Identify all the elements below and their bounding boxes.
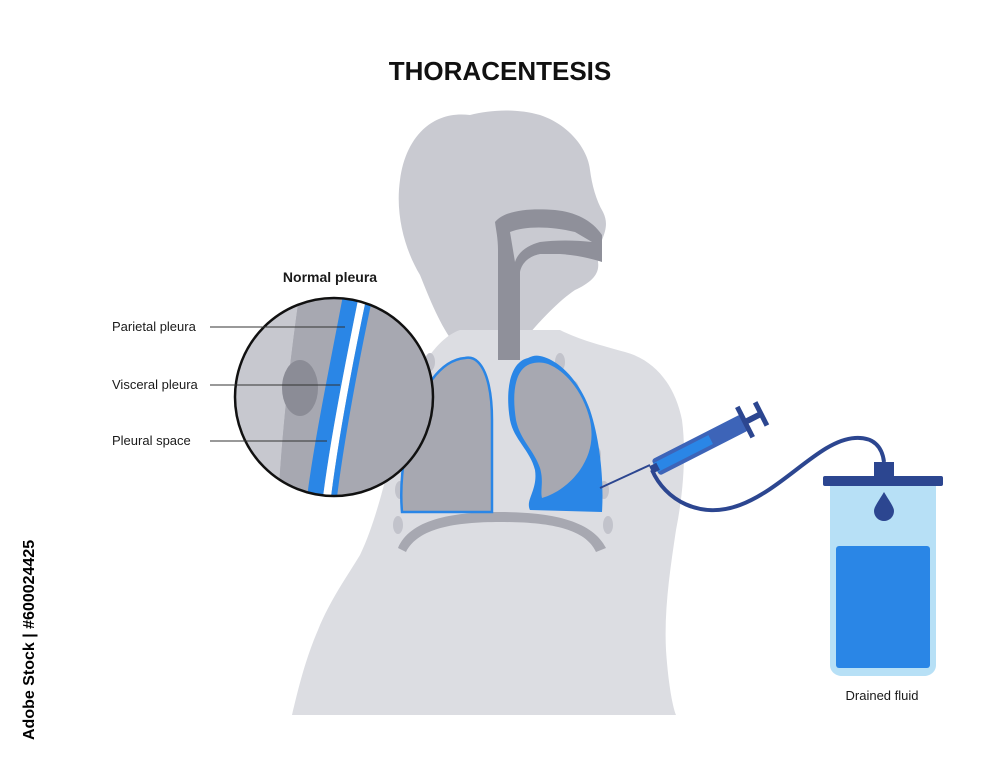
drainage-bag bbox=[823, 462, 943, 676]
label-drained-fluid: Drained fluid bbox=[846, 688, 919, 703]
droplet-icon bbox=[874, 492, 894, 521]
inset-heading: Normal pleura bbox=[283, 269, 377, 285]
inset-ring bbox=[233, 296, 435, 498]
right-lung bbox=[514, 362, 592, 498]
drainage-tube bbox=[650, 435, 886, 512]
label-visceral-pleura: Visceral pleura bbox=[112, 377, 199, 392]
label-pleural-space: Pleural space bbox=[112, 433, 191, 448]
diagram-title: THORACENTESIS bbox=[389, 56, 611, 86]
label-parietal-pleura: Parietal pleura bbox=[112, 319, 197, 334]
diaphragm bbox=[398, 512, 606, 552]
stock-watermark: Adobe Stock | #600024425 bbox=[21, 540, 38, 740]
syringe bbox=[649, 401, 770, 475]
needle bbox=[599, 464, 651, 489]
pleura-inset bbox=[233, 296, 435, 498]
airway-inner bbox=[510, 227, 592, 262]
